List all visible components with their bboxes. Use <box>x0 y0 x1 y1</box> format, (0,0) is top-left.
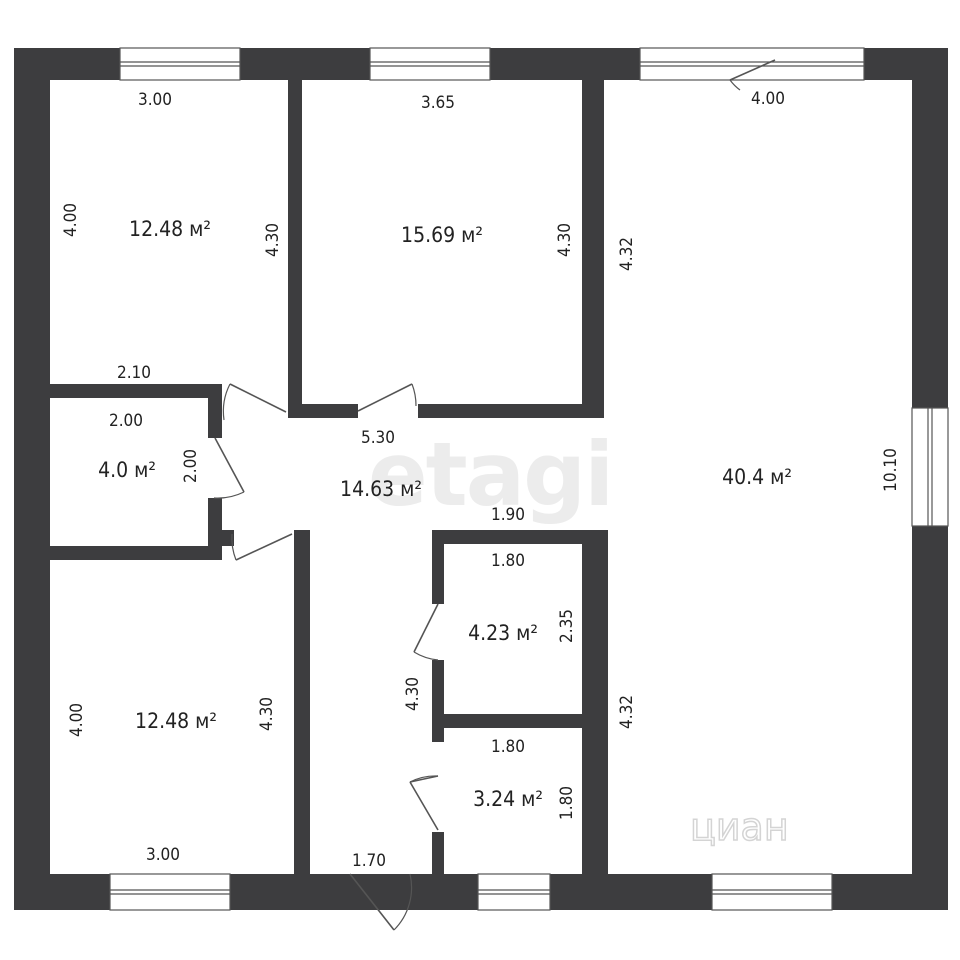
dim-bath-upper-right: 2.35 <box>557 609 577 643</box>
wall-tm-living <box>582 80 604 418</box>
door-tl-bedroom <box>222 383 287 421</box>
wall-st-right-b <box>208 498 222 560</box>
dim-bath-upper-top: 1.80 <box>491 551 525 571</box>
etagi-watermark: etagi <box>368 423 612 526</box>
wall-bb-hall <box>294 530 310 874</box>
door-storage <box>213 437 245 499</box>
wall-st-stub <box>220 530 234 546</box>
dim-tl-top: 3.00 <box>138 90 172 110</box>
dim-tl-bottom: 2.10 <box>117 363 151 383</box>
dim-storage-right: 2.00 <box>181 449 201 483</box>
dim-hall-bottom: 1.70 <box>352 851 386 871</box>
dim-tl-right: 4.30 <box>263 223 283 257</box>
dim-bb-bottom: 3.00 <box>146 845 180 865</box>
area-bedroom-bottom-left: 12.48 м² <box>135 709 217 733</box>
wall-tm-bottom-a <box>288 404 358 418</box>
dim-hall-left: 4.30 <box>403 677 423 711</box>
door-bb-bedroom <box>231 533 293 561</box>
window-bottom-2 <box>477 873 551 911</box>
dim-living-right: 10.10 <box>881 448 901 492</box>
wall-tl-bottom <box>50 384 222 398</box>
wall-bu-left-b <box>432 660 444 742</box>
wall-tm-bottom-b <box>418 404 604 418</box>
windows <box>109 47 949 911</box>
dim-living-left-lower: 4.32 <box>617 695 637 729</box>
dimension-labels: 3.00 4.00 4.30 2.10 3.65 4.30 4.00 4.32 … <box>61 89 901 871</box>
area-labels: 12.48 м² 15.69 м² 40.4 м² 4.0 м² 14.63 м… <box>98 217 792 811</box>
dim-bath-lower-right: 1.80 <box>557 786 577 820</box>
window-top-2 <box>369 47 491 81</box>
area-hallway: 14.63 м² <box>340 477 422 501</box>
wall-baths-top <box>432 530 604 544</box>
area-bedroom-top-middle: 15.69 м² <box>401 223 483 247</box>
door-living-top <box>729 59 776 91</box>
dim-hall-top: 5.30 <box>361 428 395 448</box>
dim-hall-mid: 1.90 <box>491 505 525 525</box>
wall-tl-tm <box>288 80 302 418</box>
area-storage: 4.0 м² <box>98 458 156 482</box>
dim-bath-lower-top: 1.80 <box>491 737 525 757</box>
outer-wall-left <box>14 48 50 910</box>
wall-st-bottom <box>50 546 222 560</box>
door-bath-lower <box>409 775 439 831</box>
doors <box>213 59 776 931</box>
wall-bl-left <box>432 832 444 874</box>
dim-tm-right: 4.30 <box>555 223 575 257</box>
cian-watermark: циан <box>690 805 789 849</box>
dim-tl-left: 4.00 <box>61 203 81 237</box>
door-bath-upper <box>413 603 439 661</box>
window-top-1 <box>119 47 241 81</box>
wall-bu-bl <box>432 714 604 728</box>
window-right <box>911 407 949 527</box>
area-bathroom-lower: 3.24 м² <box>473 787 543 811</box>
area-bedroom-top-left: 12.48 м² <box>129 217 211 241</box>
wall-bu-left-a <box>432 530 444 604</box>
dim-bb-left: 4.00 <box>67 703 87 737</box>
wall-baths-living <box>582 530 608 874</box>
wall-st-right-a <box>208 384 222 438</box>
dim-bb-right: 4.30 <box>257 697 277 731</box>
window-bottom-3 <box>711 873 833 911</box>
door-entrance <box>349 873 413 931</box>
dim-storage-top: 2.00 <box>109 411 143 431</box>
door-tm-bedroom <box>357 383 417 412</box>
dim-living-left-upper: 4.32 <box>617 237 637 271</box>
dim-tm-top: 3.65 <box>421 93 455 113</box>
window-top-3 <box>639 47 865 81</box>
dim-living-top: 4.00 <box>751 89 785 109</box>
area-bathroom-upper: 4.23 м² <box>468 621 538 645</box>
window-bottom-1 <box>109 873 231 911</box>
area-living-room: 40.4 м² <box>722 465 792 489</box>
